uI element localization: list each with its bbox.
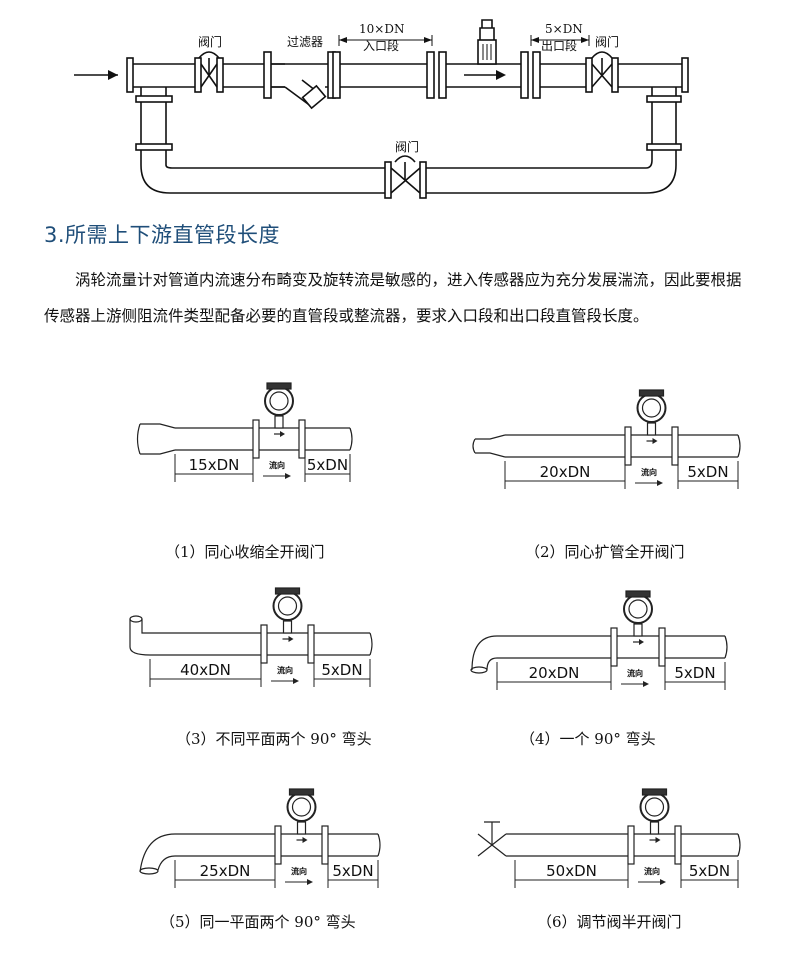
caption-1: （1）同心收缩全开阀门: [165, 543, 325, 561]
flow-direction-label: 流向: [641, 467, 657, 477]
filter-label: 过滤器: [287, 35, 324, 49]
section-paragraph: 涡轮流量计对管道内流速分布畸变及旋转流是敏感的，进入传感器应为充分发展湍流，因此…: [44, 262, 752, 334]
upstream-length-label: 25xDN: [200, 862, 251, 880]
upstream-length-label: 20xDN: [540, 463, 591, 481]
outlet-section-label: 出口段: [541, 39, 578, 53]
downstream-length-label: 5xDN: [307, 456, 348, 474]
upstream-length-label: 40xDN: [180, 661, 231, 679]
diagram-1: 15xDN 5xDN 流向: [136, 382, 353, 482]
valve-label-right: 阀门: [595, 35, 620, 49]
section-title: 3.所需上下游直管段长度: [44, 223, 281, 247]
downstream-length-label: 5xDN: [674, 664, 715, 682]
caption-3: （3）不同平面两个 90° 弯头: [176, 730, 372, 748]
valve-label-bypass: 阀门: [395, 140, 420, 154]
diagram-4: 20xDN 5xDN 流向: [470, 590, 728, 690]
straight-pipe-diagrams: 15xDN 5xDN 流向 20xDN 5xDN 流向 40xDN 5xDN 流向 20xDN 5x…: [129, 382, 741, 888]
caption-4: （4）一个 90° 弯头: [520, 730, 656, 748]
upstream-length-label: 20xDN: [529, 664, 580, 682]
downstream-length-label: 5xDN: [687, 463, 728, 481]
inlet-length-label: 10×DN: [359, 22, 405, 36]
flow-direction-label: 流向: [277, 665, 293, 675]
valve-label-left: 阀门: [198, 35, 223, 49]
flow-direction-label: 流向: [644, 866, 660, 876]
outlet-length-label: 5×DN: [545, 22, 583, 36]
paragraph-text: 涡轮流量计对管道内流速分布畸变及旋转流是敏感的，进入传感器应为充分发展湍流，因此…: [44, 271, 742, 325]
flow-direction-label: 流向: [291, 866, 307, 876]
caption-2: （2）同心扩管全开阀门: [525, 543, 685, 561]
caption-6: （6）调节阀半开阀门: [537, 913, 682, 931]
flow-direction-label: 流向: [627, 668, 643, 678]
installation-diagram: [74, 19, 689, 199]
diagram-3: 40xDN 5xDN 流向: [129, 587, 373, 687]
diagram-6: 50xDN 5xDN 流向: [477, 788, 741, 888]
upstream-length-label: 15xDN: [189, 456, 240, 474]
downstream-length-label: 5xDN: [332, 862, 373, 880]
flow-direction-label: 流向: [269, 460, 285, 470]
inlet-section-label: 入口段: [363, 39, 400, 53]
downstream-length-label: 5xDN: [689, 862, 730, 880]
caption-5: （5）同一平面两个 90° 弯头: [160, 913, 356, 931]
diagram-2: 20xDN 5xDN 流向: [472, 389, 741, 489]
downstream-length-label: 5xDN: [321, 661, 362, 679]
upstream-length-label: 50xDN: [546, 862, 597, 880]
diagram-5: 25xDN 5xDN 流向: [139, 788, 381, 888]
